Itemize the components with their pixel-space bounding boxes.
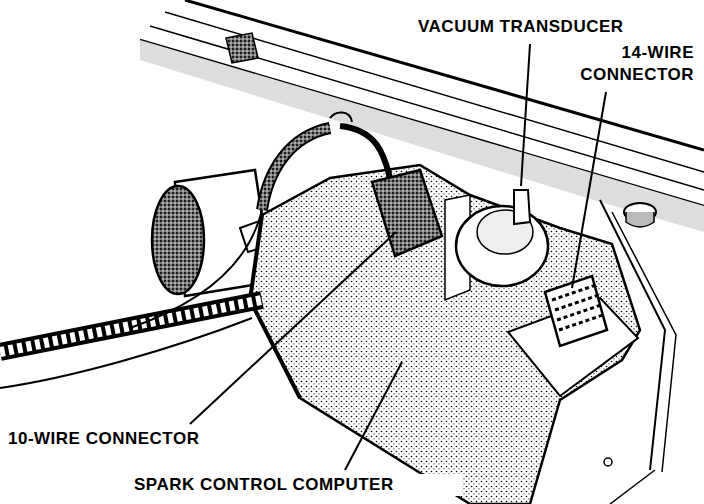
wire-harness (0, 300, 262, 352)
leader-line (190, 232, 396, 424)
vacuum-transducer (456, 206, 548, 286)
wire-harness-braid (262, 128, 330, 210)
connector-pins (552, 285, 603, 330)
part-label: 14-WIRE CONNECTOR (566, 42, 696, 86)
wire-harness (262, 128, 330, 210)
leader-line (572, 92, 606, 288)
part-label: VACUUM TRANSDUCER (416, 16, 626, 38)
bracket (610, 470, 655, 504)
part-label: 10-WIRE CONNECTOR (6, 428, 278, 450)
knob (626, 212, 654, 227)
cowl-clip (226, 33, 258, 63)
fourteen-wire-connector (545, 276, 607, 346)
wire-clip (330, 112, 352, 122)
ten-wire-connector (372, 170, 442, 256)
vacuum-nipple (514, 190, 530, 224)
cowl-line (150, 26, 704, 190)
wire-harness-braid (0, 300, 262, 352)
wire (340, 126, 390, 178)
leader-line (345, 362, 402, 470)
leader-line (521, 44, 530, 186)
part-label: SPARK CONTROL COMPUTER (132, 474, 462, 496)
wire (130, 210, 262, 328)
bolt (604, 458, 612, 466)
computer-housing (250, 165, 640, 504)
wire (0, 318, 252, 388)
air-cleaner-face (152, 186, 204, 294)
